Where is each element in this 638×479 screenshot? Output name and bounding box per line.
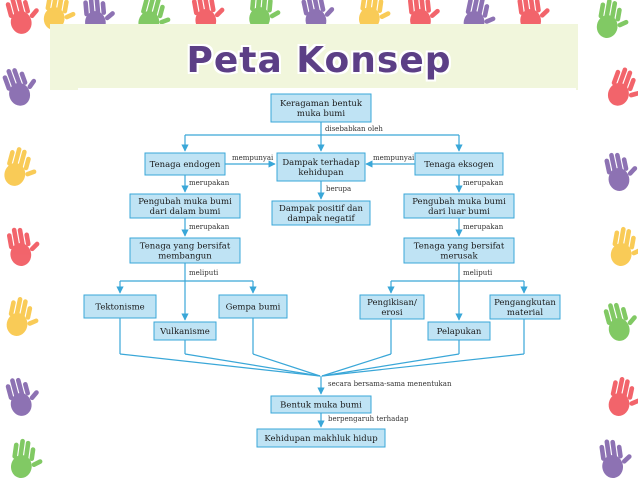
node-box: [218, 294, 288, 319]
link-label: meliputi: [189, 269, 219, 277]
link-label: merupakan: [189, 223, 230, 231]
node-label: Kehidupan makhluk hidup: [264, 434, 378, 444]
connector-lines: [116, 121, 528, 428]
concept-node-pelapukan: Pelapukan: [427, 321, 491, 341]
node-box: [359, 294, 425, 320]
node-box: [129, 237, 241, 264]
node-box: [427, 321, 491, 341]
concept-node-tektonisme: Tektonisme: [83, 294, 157, 319]
handprint-icon: [4, 372, 45, 419]
node-label: dari dalam bumi: [150, 207, 221, 217]
concept-node-eksogen: Tenaga eksogen: [414, 152, 504, 176]
node-label: Pengubah muka bumi: [412, 197, 506, 207]
node-box: [403, 237, 515, 264]
node-label: Keragaman bentuk: [280, 99, 363, 109]
node-label: Tenaga yang bersifat: [140, 242, 231, 252]
concept-node-gempa: Gempa bumi: [218, 294, 288, 319]
handprint-icon: [4, 295, 44, 341]
node-label: Pelapukan: [437, 327, 482, 337]
node-label: merusak: [440, 252, 478, 262]
node-label: erosi: [381, 308, 403, 318]
node-box: [270, 93, 372, 123]
node-label: Dampak positif dan: [279, 204, 363, 214]
node-box: [403, 193, 515, 219]
node-label: Gempa bumi: [226, 303, 281, 313]
handprint-icon: [5, 223, 44, 268]
node-label: Tenaga endogen: [150, 160, 221, 170]
node-label: membangun: [158, 252, 212, 262]
link-labels: disebabkan oleh mempunyai mempunyai beru…: [189, 125, 504, 423]
node-box: [129, 193, 241, 219]
handprint-icon: [1, 145, 43, 192]
node-label: Vulkanisme: [159, 327, 210, 337]
node-label: Tenaga yang bersifat: [414, 242, 505, 252]
node-box: [270, 395, 372, 414]
concept-node-bentuk: Bentuk muka bumi: [270, 395, 372, 414]
concept-map-panel: disebabkan oleh mempunyai mempunyai beru…: [78, 88, 576, 466]
link-label: berupa: [326, 185, 351, 193]
node-label: Pengikisan/: [367, 298, 417, 308]
node-label: Tenaga eksogen: [424, 160, 494, 170]
link-label: secara bersama-sama menentukan: [328, 380, 452, 388]
link-label: mempunyai: [373, 154, 415, 162]
link-label: disebabkan oleh: [325, 125, 383, 133]
node-box: [276, 152, 366, 182]
handprint-icon: [602, 297, 638, 344]
node-label: dari luar bumi: [428, 207, 490, 217]
node-box: [414, 152, 504, 176]
node-box: [144, 152, 226, 176]
handprint-icon: [609, 225, 638, 270]
node-label: Bentuk muka bumi: [280, 401, 362, 411]
handprint-icon: [595, 0, 633, 42]
link-label: meliputi: [463, 269, 493, 277]
handprint-icon: [603, 148, 638, 193]
link-label: berpengaruh terhadap: [328, 415, 409, 423]
concept-node-kehidupan: Kehidupan makhluk hidup: [256, 428, 386, 448]
node-box: [256, 428, 386, 448]
node-label: kehidupan: [298, 168, 344, 178]
node-label: Tektonisme: [95, 303, 144, 313]
node-box: [271, 200, 371, 226]
handprint-icon: [598, 436, 636, 479]
link-label: mempunyai: [232, 154, 274, 162]
link-label: merupakan: [463, 179, 504, 187]
node-label: Pengangkutan: [494, 298, 556, 308]
handprint-icon: [4, 0, 45, 37]
link-label: merupakan: [189, 179, 230, 187]
node-label: dampak negatif: [287, 214, 355, 224]
concept-node-vulkanisme: Vulkanisme: [153, 321, 217, 341]
handprint-icon: [606, 375, 638, 421]
link-label: merupakan: [463, 223, 504, 231]
node-box: [489, 294, 561, 320]
handprint-icon: [9, 437, 47, 479]
node-label: Pengubah muka bumi: [138, 197, 232, 207]
node-label: muka bumi: [297, 109, 345, 119]
node-box: [83, 294, 157, 319]
page-title: Peta Konsep: [186, 40, 452, 81]
node-label: Dampak terhadap: [282, 158, 360, 168]
title-band: [50, 24, 578, 90]
concept-map: disebabkan oleh mempunyai mempunyai beru…: [83, 93, 561, 448]
node-box: [153, 321, 217, 341]
concept-node-endogen: Tenaga endogen: [144, 152, 226, 176]
concept-node-pengikisan: Pengikisan/erosi: [359, 294, 425, 320]
node-label: material: [507, 308, 543, 318]
